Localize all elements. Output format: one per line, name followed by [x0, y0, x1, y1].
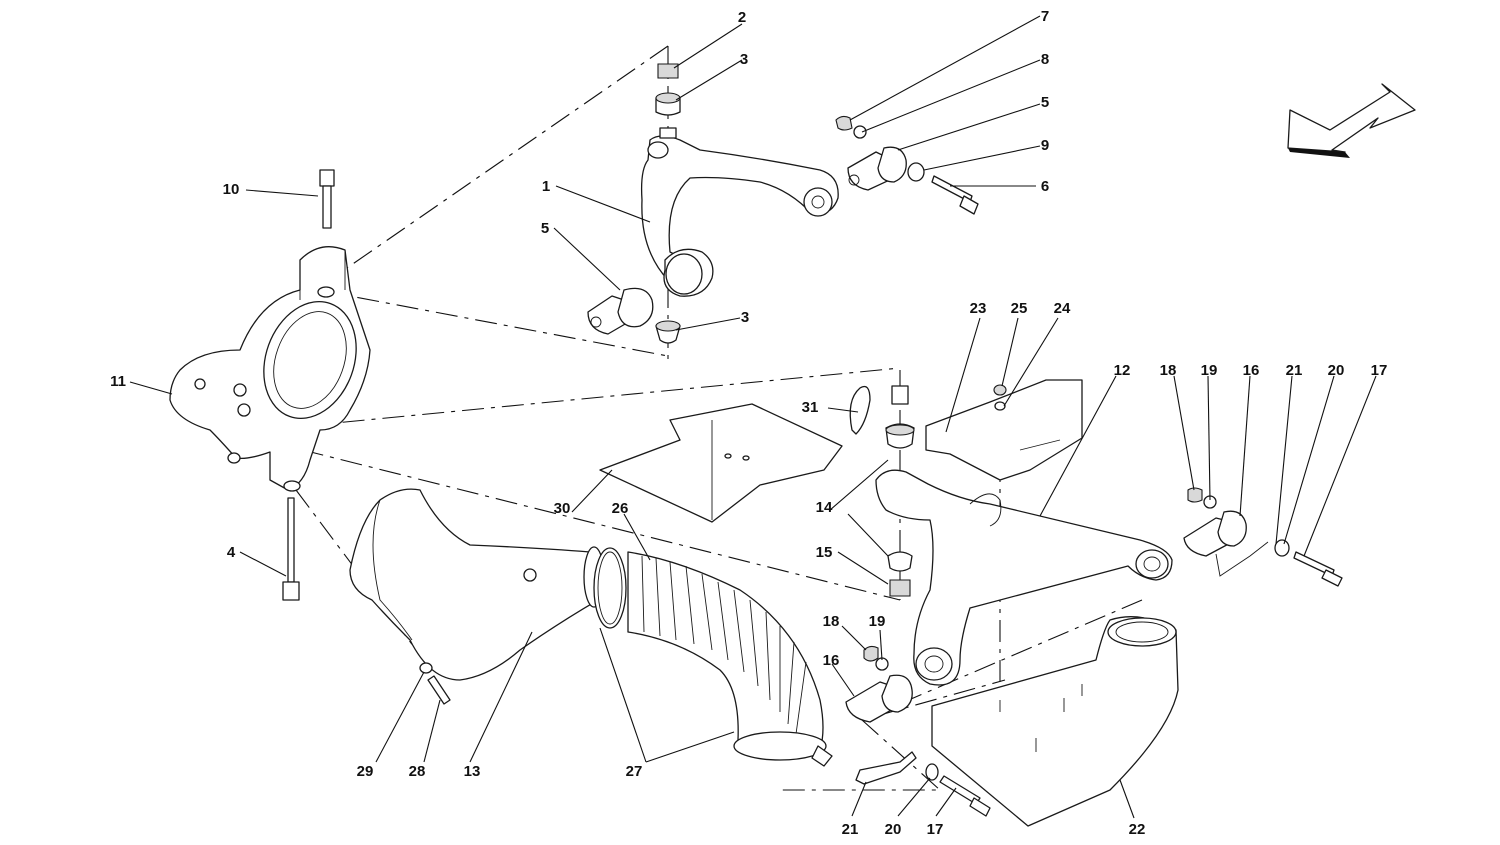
callout-26: 26: [612, 500, 629, 517]
callout-31: 31: [802, 399, 819, 416]
callout-18-middle: 18: [823, 613, 840, 630]
callout-4: 4: [227, 544, 236, 561]
callout-14: 14: [816, 499, 833, 516]
lower-wishbone: [875, 469, 1173, 686]
callout-21-right: 21: [1286, 362, 1303, 379]
callout-20-right: 20: [1328, 362, 1345, 379]
upper-bushing-5-left: [587, 287, 654, 335]
callout-18-right: 18: [1160, 362, 1177, 379]
callout-17-bottom: 17: [927, 821, 944, 838]
callout-7: 7: [1041, 8, 1049, 25]
hub-bolts: [282, 169, 335, 601]
callout-15: 15: [816, 544, 833, 561]
callout-16-middle: 16: [823, 652, 840, 669]
callout-8: 8: [1041, 51, 1049, 68]
callout-13: 13: [464, 763, 481, 780]
callout-10: 10: [223, 181, 240, 198]
callout-3-top: 3: [740, 51, 748, 68]
callout-2: 2: [738, 9, 746, 26]
air-intake-duct: [349, 488, 605, 681]
brake-cooling-duct: [931, 616, 1179, 827]
callout-27: 27: [626, 763, 643, 780]
callout-23: 23: [970, 300, 987, 317]
callout-20-bottom: 20: [885, 821, 902, 838]
callout-19-right: 19: [1201, 362, 1218, 379]
arrow-shadow: [1288, 148, 1350, 158]
direction-arrow-icon: [1287, 83, 1416, 153]
callout-5-left: 5: [541, 220, 549, 237]
leader-lines: [129, 15, 1377, 819]
callout-6: 6: [1041, 178, 1049, 195]
intake-screws: [419, 662, 451, 705]
callout-17-right: 17: [1371, 362, 1388, 379]
bellows-hose: [627, 551, 833, 767]
callout-25: 25: [1011, 300, 1028, 317]
callout-22: 22: [1129, 821, 1146, 838]
hub-carrier: [169, 246, 371, 492]
callout-9: 9: [1041, 137, 1049, 154]
callout-28: 28: [409, 763, 426, 780]
callout-11: 11: [110, 373, 126, 390]
callout-labels: 2 3 1 5 3 7 8 5 9 6 10 11 4 23 25 24 12 …: [110, 8, 1387, 838]
heat-shield: [925, 379, 1083, 481]
callout-16-right: 16: [1243, 362, 1260, 379]
cable-tie: [849, 385, 871, 435]
lower-bottom-fasteners: [855, 751, 991, 817]
upper-bushing-stack: [655, 63, 681, 344]
hose-clamp-upper: [593, 547, 627, 629]
callout-3-bottom: 3: [741, 309, 749, 326]
callout-29: 29: [357, 763, 374, 780]
lower-right-bushing-group: [1183, 487, 1343, 587]
ball-joint-stack: [885, 385, 915, 597]
callout-19-middle: 19: [869, 613, 886, 630]
callout-12: 12: [1114, 362, 1131, 379]
callout-24: 24: [1054, 300, 1071, 317]
upper-wishbone: [640, 135, 839, 297]
callout-21-bottom: 21: [842, 821, 859, 838]
upper-right-fasteners: [835, 115, 979, 215]
floor-panel: [599, 403, 843, 523]
callout-30: 30: [554, 500, 571, 517]
callout-1: 1: [542, 178, 550, 195]
lower-middle-bushing-group: [845, 645, 913, 723]
callout-5-right: 5: [1041, 94, 1049, 111]
